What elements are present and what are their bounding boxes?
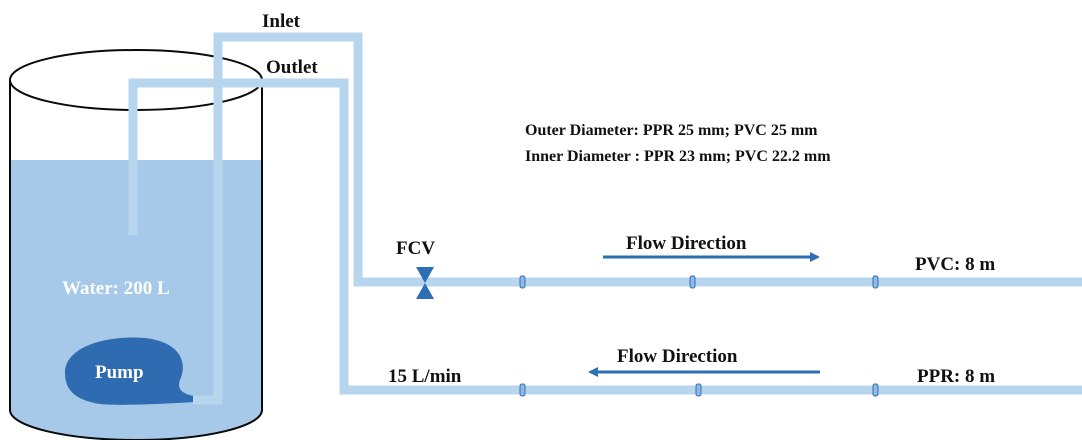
inlet-pipe <box>213 32 1082 397</box>
fcv-label: FCV <box>396 238 435 259</box>
pump-label: Pump <box>95 362 144 383</box>
ppr-coupling <box>872 383 879 397</box>
ppr-length-label: PPR: 8 m <box>917 366 995 387</box>
pvc-length-label: PVC: 8 m <box>915 254 995 275</box>
water-volume-label: Water: 200 L <box>62 278 170 299</box>
flow-control-valve-icon <box>416 267 434 299</box>
outlet-label: Outlet <box>266 57 318 78</box>
ppr-coupling <box>695 383 702 397</box>
outlet-pipe <box>128 78 1082 395</box>
ppr-coupling <box>519 383 526 397</box>
pump-body <box>65 337 195 405</box>
inlet-label: Inlet <box>262 11 301 32</box>
pvc-coupling <box>519 275 526 289</box>
inner-diameter-label: Inner Diameter : PPR 23 mm; PVC 22.2 mm <box>525 148 831 165</box>
pump <box>65 337 195 405</box>
pvc-coupling <box>689 275 696 289</box>
flow-rate-label: 15 L/min <box>388 366 462 387</box>
pvc-coupling <box>872 275 879 289</box>
ppr-couplings <box>519 383 879 397</box>
flow-direction-bottom-label: Flow Direction <box>617 346 738 367</box>
pvc-couplings <box>519 275 879 289</box>
flow-direction-top-label: Flow Direction <box>626 233 747 254</box>
outer-diameter-label: Outer Diameter: PPR 25 mm; PVC 25 mm <box>525 122 818 139</box>
